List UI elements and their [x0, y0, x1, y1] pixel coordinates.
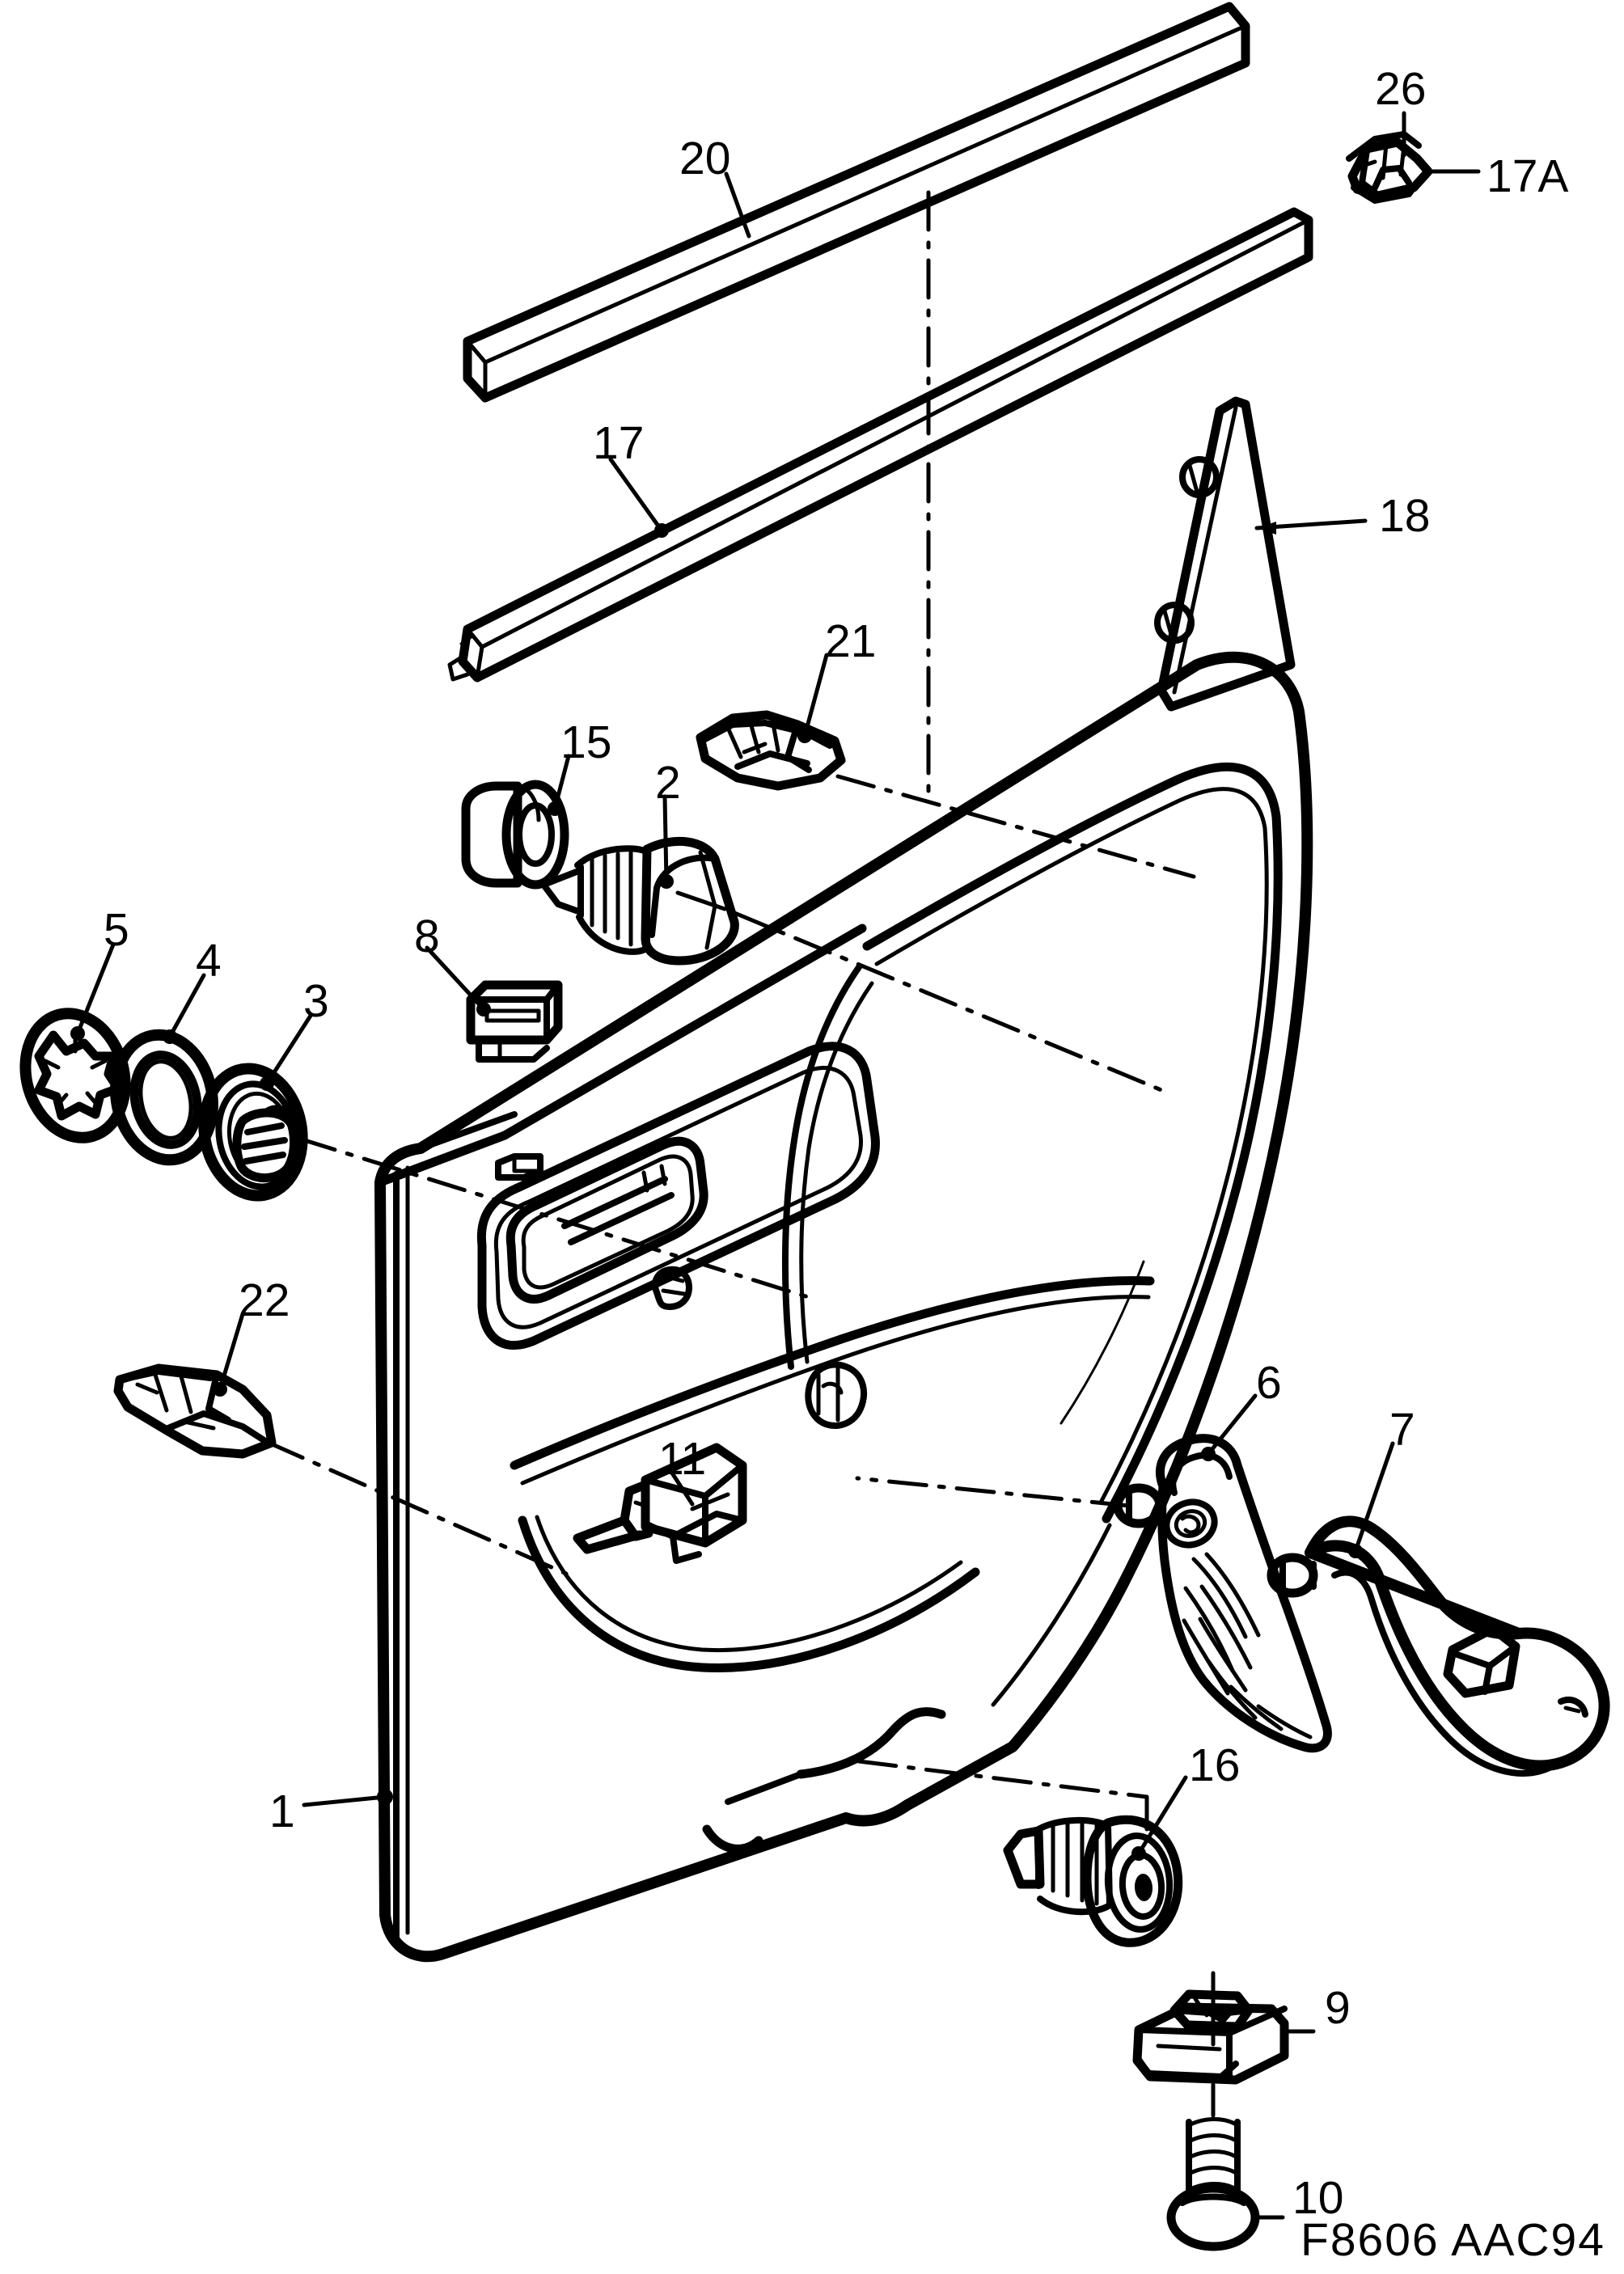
part-6-armrest-bracket [1113, 1434, 1332, 1753]
part-3-window-crank-escutcheon [198, 1063, 308, 1202]
callout-26: 26 [1375, 63, 1427, 115]
part-22-arrow-clip [113, 1363, 277, 1459]
part-7-armrest-pull-handle [1305, 1515, 1610, 1777]
callout-7: 7 [1389, 1404, 1415, 1456]
callout-11: 11 [658, 1433, 707, 1485]
part-1-door-trim-panel [374, 651, 1313, 1963]
part-11-panel-retainer-clip [573, 1443, 747, 1564]
leader-lines [70, 111, 1481, 2220]
callout-16: 16 [1189, 1739, 1241, 1791]
callout-22: 22 [239, 1274, 290, 1326]
part-8-blanking-cap [466, 980, 563, 1063]
panel-clip-socket-upper [652, 1266, 692, 1310]
callout-8: 8 [414, 911, 440, 962]
part-10-mounting-bolt [1166, 2082, 1260, 2251]
callout-3: 3 [303, 975, 329, 1027]
callout-20: 20 [679, 133, 731, 184]
assembly-centerlines [266, 190, 1196, 1832]
figure-code: F8606 AAC94 [1300, 2214, 1605, 2266]
part-21-arrow-clip [696, 710, 846, 791]
callout-1: 1 [269, 1786, 295, 1837]
part-2-trim-screw-clip [540, 836, 739, 966]
callout-18: 18 [1379, 490, 1431, 542]
callout-9: 9 [1325, 1982, 1351, 2034]
callout-17a: 17A [1487, 150, 1569, 202]
callout-6: 6 [1256, 1357, 1282, 1409]
part-17a-weatherstrip-clip [1346, 131, 1433, 204]
callout-10: 10 [1292, 2172, 1344, 2224]
callout-4: 4 [196, 935, 222, 987]
part-17-lower-weatherstrip [447, 207, 1313, 683]
callout-15: 15 [560, 716, 612, 768]
part-16-armrest-screw [1003, 1815, 1183, 1947]
part-15-grommet [461, 780, 569, 890]
callout-21: 21 [825, 615, 877, 667]
callout-17: 17 [593, 417, 645, 469]
callout-5: 5 [104, 904, 129, 956]
part-20-upper-trim-strip [463, 2, 1250, 403]
part-9-spring-clip-nut [1132, 1971, 1289, 2085]
panel-clip-socket-lower [805, 1361, 868, 1430]
callout-2: 2 [655, 757, 681, 809]
